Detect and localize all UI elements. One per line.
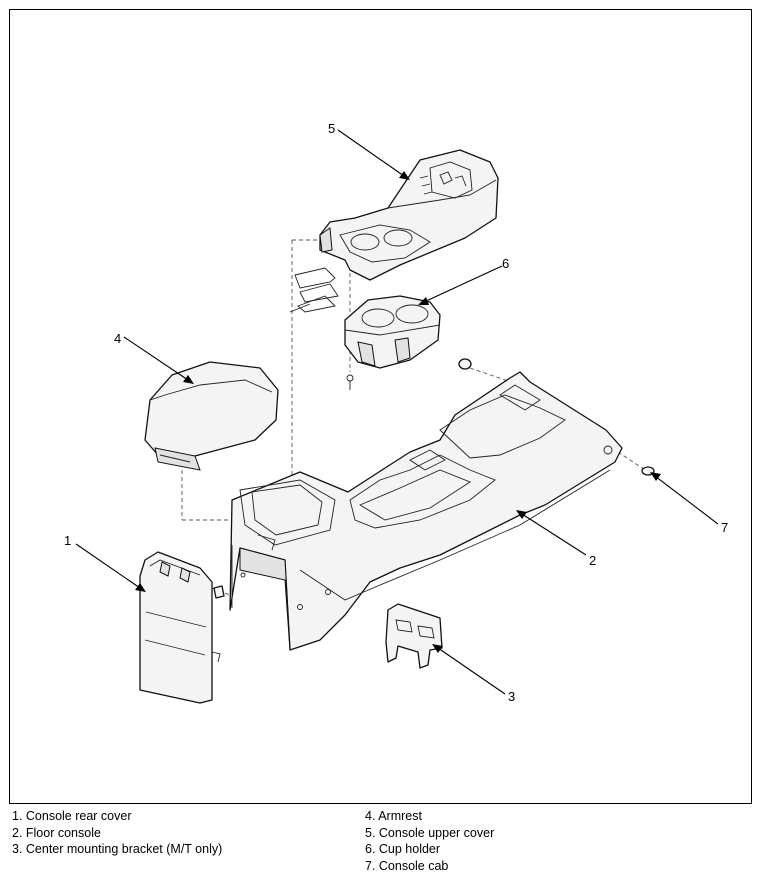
callout-6: 6 [502,256,510,271]
callout-3: 3 [508,689,516,704]
legend-item: 5. Console upper cover [365,825,495,840]
callout-5: 5 [328,121,336,136]
legend-item: 6. Cup holder [365,842,441,856]
legend-item: 1. Console rear cover [12,809,132,823]
legend-item: 4. Armrest [365,809,422,823]
console-upper-cover [319,149,499,281]
callout-4: 4 [114,331,122,346]
legend-item: 7. Console cab [365,858,449,873]
leader-lines [75,129,719,695]
callout-1: 1 [64,533,72,548]
legend-right: 4. Armrest 5. Console upper cover 6. Cup… [365,808,494,874]
legend-item: 2. Floor console [12,825,101,840]
upper-cover-clips [289,267,354,390]
callout-7: 7 [721,520,729,535]
legend-left: 1. Console rear cover 2. Floor console 3… [12,808,222,858]
armrest [144,361,279,471]
cup-holder [344,295,441,369]
callout-2: 2 [589,553,597,568]
diagram-frame [9,9,752,804]
floor-console [229,371,623,651]
console-rear-cover [139,551,225,704]
legend-item: 3. Center mounting bracket (M/T only) [12,842,223,856]
center-mounting-bracket [385,603,443,669]
